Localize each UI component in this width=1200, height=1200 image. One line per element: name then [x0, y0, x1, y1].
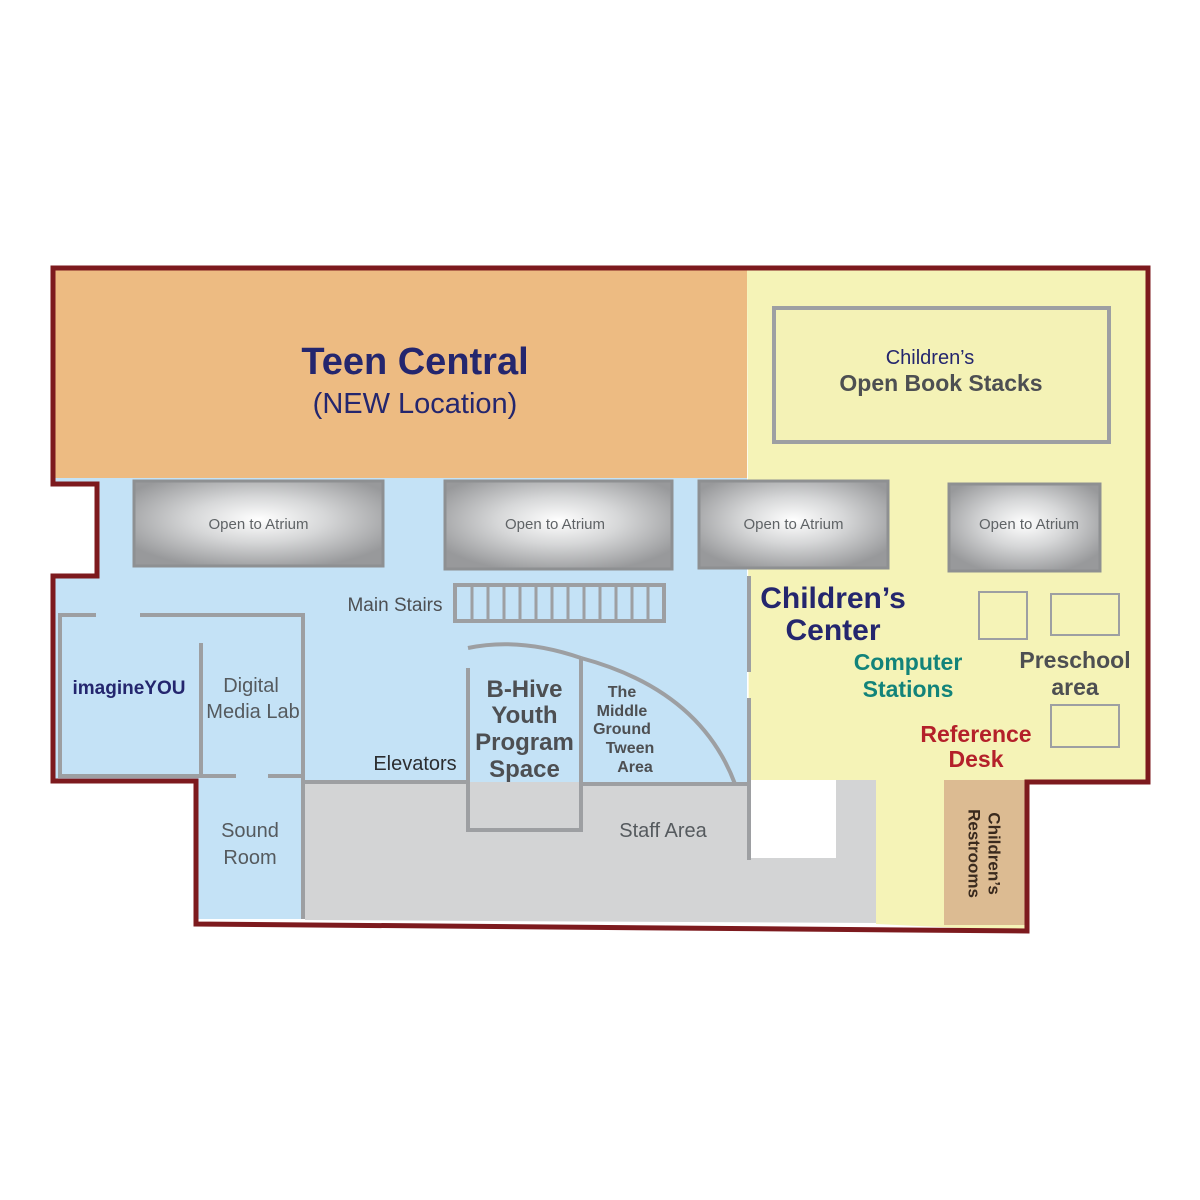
preschool-line1: Preschool [1019, 647, 1131, 673]
computer-stations-line1: Computer [853, 649, 963, 675]
atrium-opening-3 [697, 479, 890, 570]
bhive-line1: B-Hive [486, 676, 563, 703]
restrooms-line1: Children’s [984, 812, 1004, 895]
atrium-opening-2 [443, 479, 674, 571]
digital-media-lab-line2: Media Lab [206, 701, 300, 723]
restrooms-line2: Restrooms [965, 809, 984, 898]
atrium-opening-1 [132, 479, 385, 568]
restrooms-label: Children’s Restrooms [964, 794, 1004, 914]
open-book-stacks-box[interactable] [772, 306, 1111, 444]
interior-walls [58, 576, 751, 919]
open-book-stacks-line2: Open Book Stacks [839, 370, 1043, 396]
main-stairs-icon [453, 583, 666, 623]
digital-media-lab-line1: Digital [223, 675, 279, 697]
reference-desk-line2: Desk [948, 746, 1004, 772]
middle-ground-line4: Tween [605, 740, 655, 758]
imagineyou-label: imagineYOU [72, 678, 186, 699]
teen-central-subtitle: (NEW Location) [312, 388, 518, 420]
childrens-center-line2: Center [785, 614, 881, 647]
childrens-center-line1: Children’s [760, 582, 906, 615]
preschool-box-3[interactable] [1050, 704, 1120, 748]
restroom-area[interactable] [944, 780, 1025, 925]
preschool-box-2[interactable] [1050, 593, 1120, 636]
reference-desk-line1: Reference [920, 721, 1032, 747]
atrium-label-3: Open to Atrium [743, 516, 844, 533]
atrium-label-1: Open to Atrium [208, 516, 309, 533]
elevators-label: Elevators [373, 753, 457, 775]
teen-central-title: Teen Central [301, 341, 529, 383]
bhive-line4: Space [489, 756, 560, 783]
atrium-opening-4 [947, 482, 1102, 573]
computer-stations-line2: Stations [862, 676, 954, 702]
middle-ground-line5: Area [617, 758, 653, 776]
main-stairs-label: Main Stairs [347, 595, 443, 616]
teen-central-area[interactable] [53, 270, 747, 478]
bhive-line2: Youth [491, 702, 558, 729]
sound-room-line2: Room [223, 847, 277, 869]
building-outline [50, 265, 1151, 934]
atrium-label-2: Open to Atrium [504, 516, 606, 533]
middle-ground-line1: The [607, 684, 637, 701]
bhive-line3: Program [475, 729, 574, 756]
blue-area [53, 478, 747, 919]
preschool-box-1[interactable] [978, 591, 1028, 640]
sound-room-line1: Sound [221, 820, 279, 842]
middle-ground-line2: Middle [596, 702, 648, 720]
atrium-label-4: Open to Atrium [978, 516, 1080, 533]
middle-ground-label: The Middle Ground Tween Area [582, 684, 662, 778]
middle-ground-line3: Ground [593, 721, 651, 739]
preschool-line2: area [1051, 674, 1099, 700]
open-book-stacks-line1: Children’s [885, 347, 975, 369]
staff-area-region [305, 780, 876, 923]
staff-area-label: Staff Area [619, 820, 707, 842]
